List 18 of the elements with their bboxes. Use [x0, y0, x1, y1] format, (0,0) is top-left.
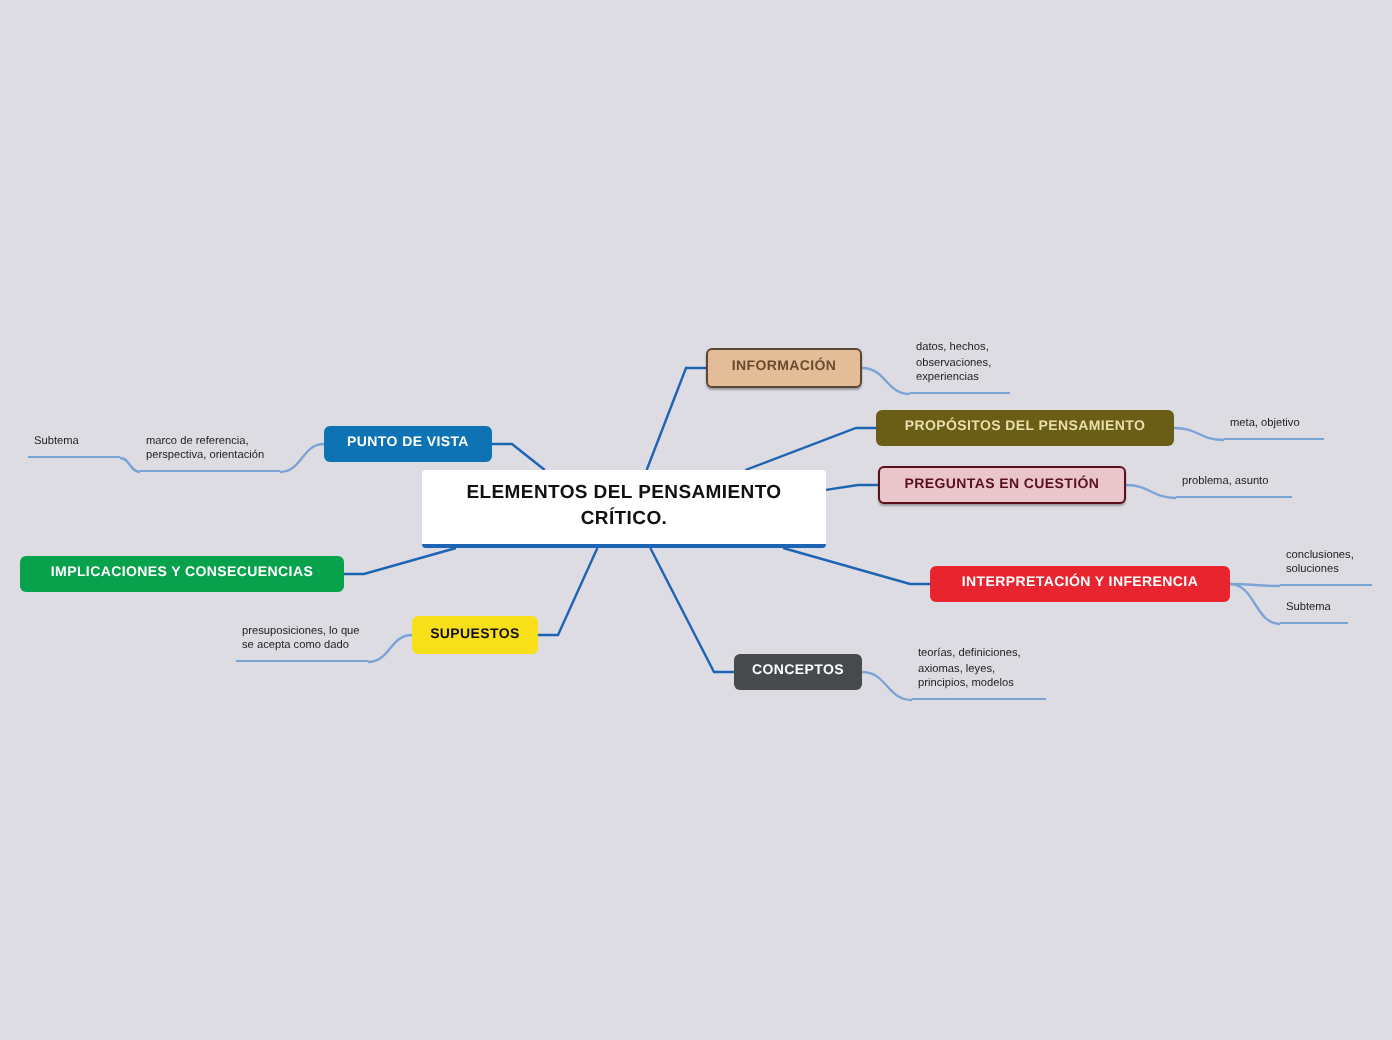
- connector: [1229, 582, 1281, 626]
- connector: [782, 546, 930, 586]
- connector: [1230, 582, 1280, 588]
- connector: [861, 366, 911, 396]
- central-topic: ELEMENTOS DEL PENSAMIENTO CRÍTICO.: [422, 470, 826, 548]
- connector: [825, 483, 878, 492]
- connector: [119, 456, 141, 474]
- connector: [861, 670, 913, 702]
- connector: [279, 442, 325, 474]
- connector: [538, 547, 599, 637]
- connector: [649, 547, 734, 674]
- connector: [492, 442, 546, 471]
- connector: [344, 546, 457, 576]
- connector: [744, 426, 876, 472]
- connector: [1173, 426, 1225, 442]
- connector: [645, 366, 706, 471]
- connector: [1125, 483, 1177, 500]
- connector: [367, 633, 413, 664]
